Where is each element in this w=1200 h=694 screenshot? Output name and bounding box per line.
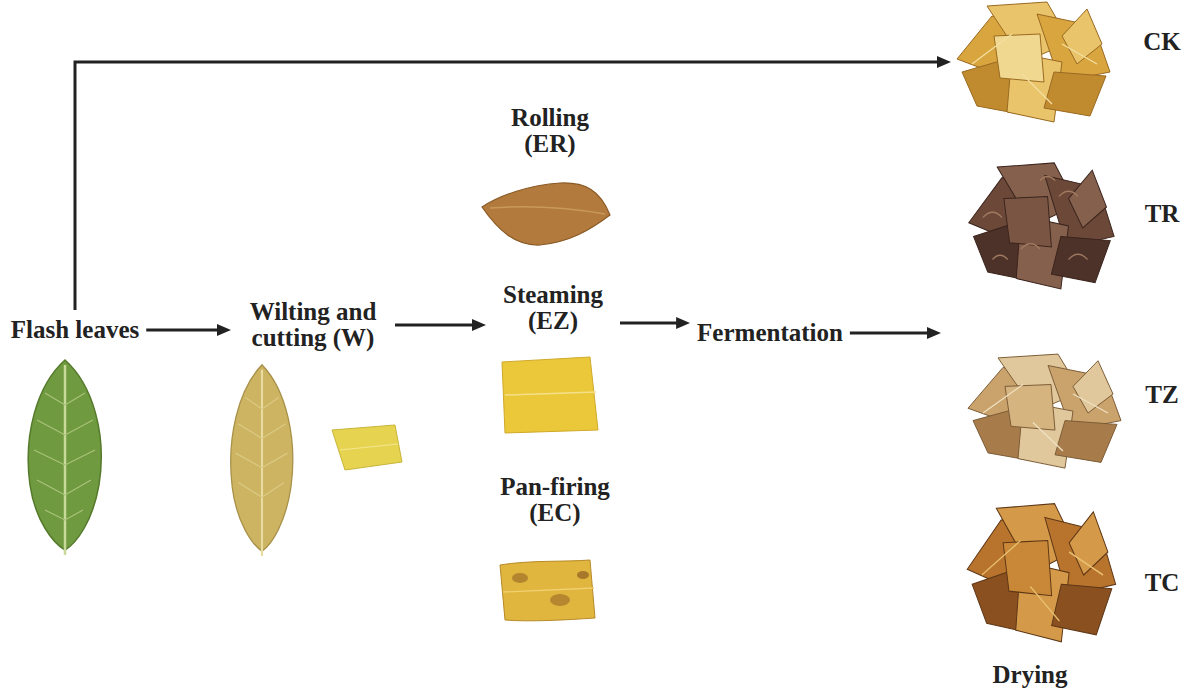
fresh-leaf-part <box>64 365 67 555</box>
steamed-leaf-part <box>502 357 598 433</box>
sample-box: TR <box>955 162 1195 292</box>
process-arrow <box>395 324 474 327</box>
process-arrow <box>850 332 929 335</box>
fresh-leaf <box>28 360 101 555</box>
wilted-leaf-part <box>261 370 263 556</box>
pan-fired-leaf <box>500 560 595 621</box>
pan-fired-leaf-part <box>503 588 594 592</box>
treatment-label: Rolling (ER) <box>487 102 613 160</box>
tr-leaf-pile <box>969 163 1114 289</box>
process-arrow <box>620 322 678 325</box>
pan-fired-leaf-part <box>500 560 595 621</box>
sample-box: CK <box>955 2 1195 122</box>
stage-label: Wilting and cutting (W) <box>235 296 391 354</box>
tr-leaf-pile-part <box>1069 170 1107 228</box>
tc-leaf-pile-part <box>1052 584 1112 635</box>
stage-label: Fermentation <box>694 317 846 349</box>
steamed-leaf <box>502 357 598 433</box>
cut-leaf-piece-part <box>340 444 398 450</box>
process-arrow <box>75 62 939 310</box>
tc-leaf-pile-part <box>982 541 1103 622</box>
sample-box: TZ <box>955 352 1195 472</box>
node-label: TC <box>1143 568 1182 598</box>
wilted-leaf <box>231 365 293 556</box>
tz-leaf-pile-part <box>983 385 1108 452</box>
wilted-leaf-part <box>236 397 288 497</box>
tr-leaf-pile-part <box>1051 236 1110 282</box>
node-label: Steaming (EZ) <box>493 282 613 334</box>
stage-label: Flash leaves <box>8 314 142 346</box>
treatment-label: Steaming (EZ) <box>490 279 616 337</box>
pan-fired-leaf-part <box>577 571 589 579</box>
cut-leaf-piece-part <box>332 425 402 470</box>
ck-leaf-pile-part <box>1044 72 1106 116</box>
node-label: Wilting and cutting (W) <box>238 299 388 351</box>
node-label: Fermentation <box>697 320 843 346</box>
rolled-leaf-part <box>490 207 605 214</box>
drying-group: CK TR TZ TC Drying <box>945 0 1195 694</box>
tz-leaf-pile <box>968 354 1121 468</box>
fresh-leaf-part <box>34 393 95 520</box>
cut-leaf-piece <box>332 425 402 470</box>
node-label: Flash leaves <box>11 317 139 343</box>
node-label: Drying <box>991 660 1070 690</box>
tr-leaf-pile-part <box>983 177 1088 260</box>
treatment-label: Pan-firing (EC) <box>492 471 618 529</box>
sample-box: TC <box>955 508 1195 642</box>
node-label: Pan-firing (EC) <box>495 474 615 526</box>
rolled-leaf-part <box>482 183 610 245</box>
tr-leaf-pile-part <box>1004 197 1052 247</box>
ck-leaf-pile-part <box>972 34 1097 104</box>
pan-fired-leaf-part <box>512 573 528 583</box>
steamed-leaf-part <box>505 392 596 395</box>
process-arrow <box>146 329 219 332</box>
node-label: TR <box>1143 199 1182 229</box>
rolled-leaf <box>482 183 610 245</box>
node-label: TZ <box>1143 380 1180 410</box>
tz-leaf-pile-part <box>1055 421 1117 463</box>
ck-leaf-pile <box>957 2 1110 122</box>
pan-fired-leaf-part <box>550 594 570 606</box>
tc-leaf-pile <box>967 504 1115 642</box>
node-label: Rolling (ER) <box>490 105 610 157</box>
node-label: CK <box>1141 27 1183 57</box>
